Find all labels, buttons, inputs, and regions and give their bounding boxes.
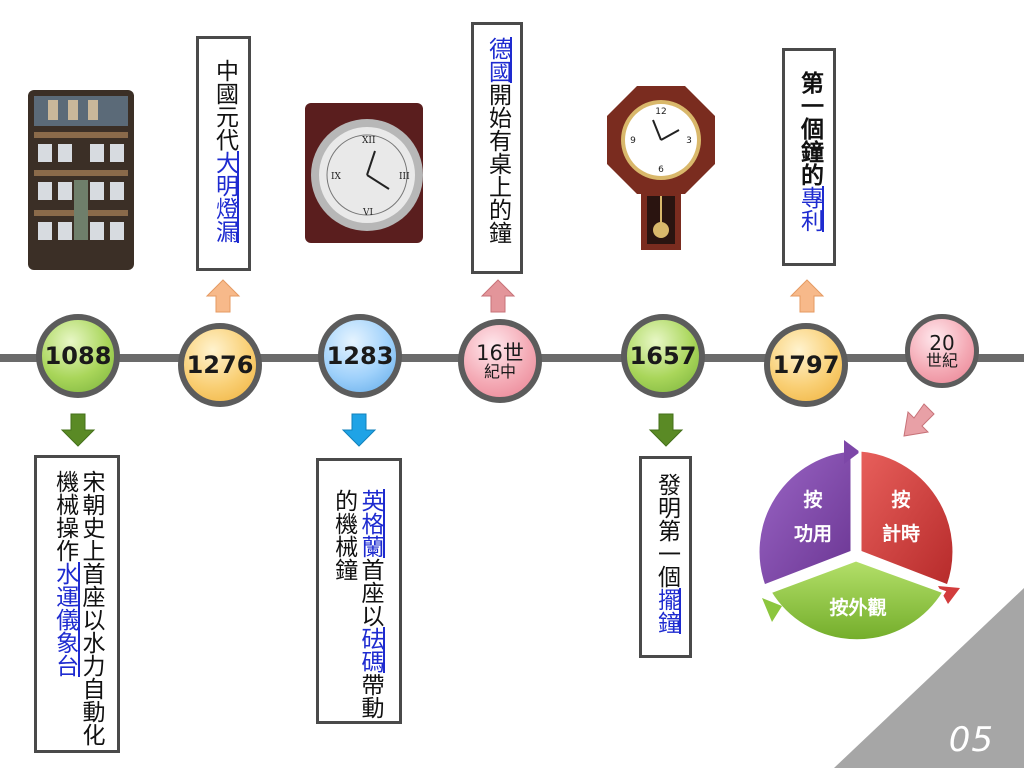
event-box-1657: 發明第一個擺鐘 [639,456,692,658]
water-clock-tower-photo [28,90,134,270]
svg-text:III: III [399,172,410,182]
down-arrow-1088 [60,413,96,447]
event-text-1657: 發明第一個擺鐘 [653,473,682,634]
event-box-1283: 英格蘭首座以砝碼帶動的機械鐘 [316,458,402,724]
year-node-1276: 1276 [178,323,262,407]
cycle-segment-function [756,448,854,588]
event-text-1276: 中國元代大明燈漏 [211,59,240,243]
event-box-1797: 第一個鐘的專利 [782,48,836,266]
svg-text:XII: XII [362,136,376,146]
year-node-1797: 1797 [764,323,848,407]
cycle-label-function-1: 按 [803,488,822,511]
cycle-label-timing-1: 按 [891,488,910,511]
svg-text:9: 9 [630,136,636,146]
svg-text:6: 6 [658,165,664,175]
down-arrow-1657 [648,413,684,447]
svg-text:IX: IX [331,172,342,182]
diagonal-arrow-20th-century [903,403,935,437]
down-arrow-1283 [341,413,377,447]
svg-text:3: 3 [686,136,692,146]
cycle-arrow-head-purple [844,440,860,464]
year-node-1283: 1283 [318,314,402,398]
pendulum-clock-photo: 12 3 6 9 [607,86,715,250]
up-arrow-1797 [789,279,825,313]
page-corner-decoration [834,588,1024,768]
event-box-16th-century: 德國開始有桌上的鐘 [471,22,523,274]
event-text-1088: 宋朝史上首座以水力自動化機械操作水運儀象台 [51,470,104,746]
year-node-1088: 1088 [36,314,120,398]
svg-text:VI: VI [362,208,373,218]
svg-text:12: 12 [655,107,666,117]
cycle-label-timing-2: 計時 [882,522,920,545]
event-text-1283: 英格蘭首座以砝碼帶動的機械鐘 [330,489,385,719]
page-number: 05 [948,720,994,760]
cycle-label-function-2: 功用 [794,523,832,545]
event-box-1088: 宋朝史上首座以水力自動化機械操作水運儀象台 [34,455,120,753]
year-node-1657: 1657 [621,314,705,398]
up-arrow-1276 [205,279,241,313]
cycle-arrow-head-green [762,598,782,622]
event-text-1797: 第一個鐘的專利 [796,71,825,232]
up-arrow-16th-century [480,279,516,313]
year-node-16th-century: 16世紀中 [458,319,542,403]
event-text-16th-century: 德國開始有桌上的鐘 [484,37,513,244]
cycle-segment-timing [858,448,956,588]
event-box-1276: 中國元代大明燈漏 [196,36,251,271]
pocket-watch-photo: XII III VI IX [305,103,423,243]
